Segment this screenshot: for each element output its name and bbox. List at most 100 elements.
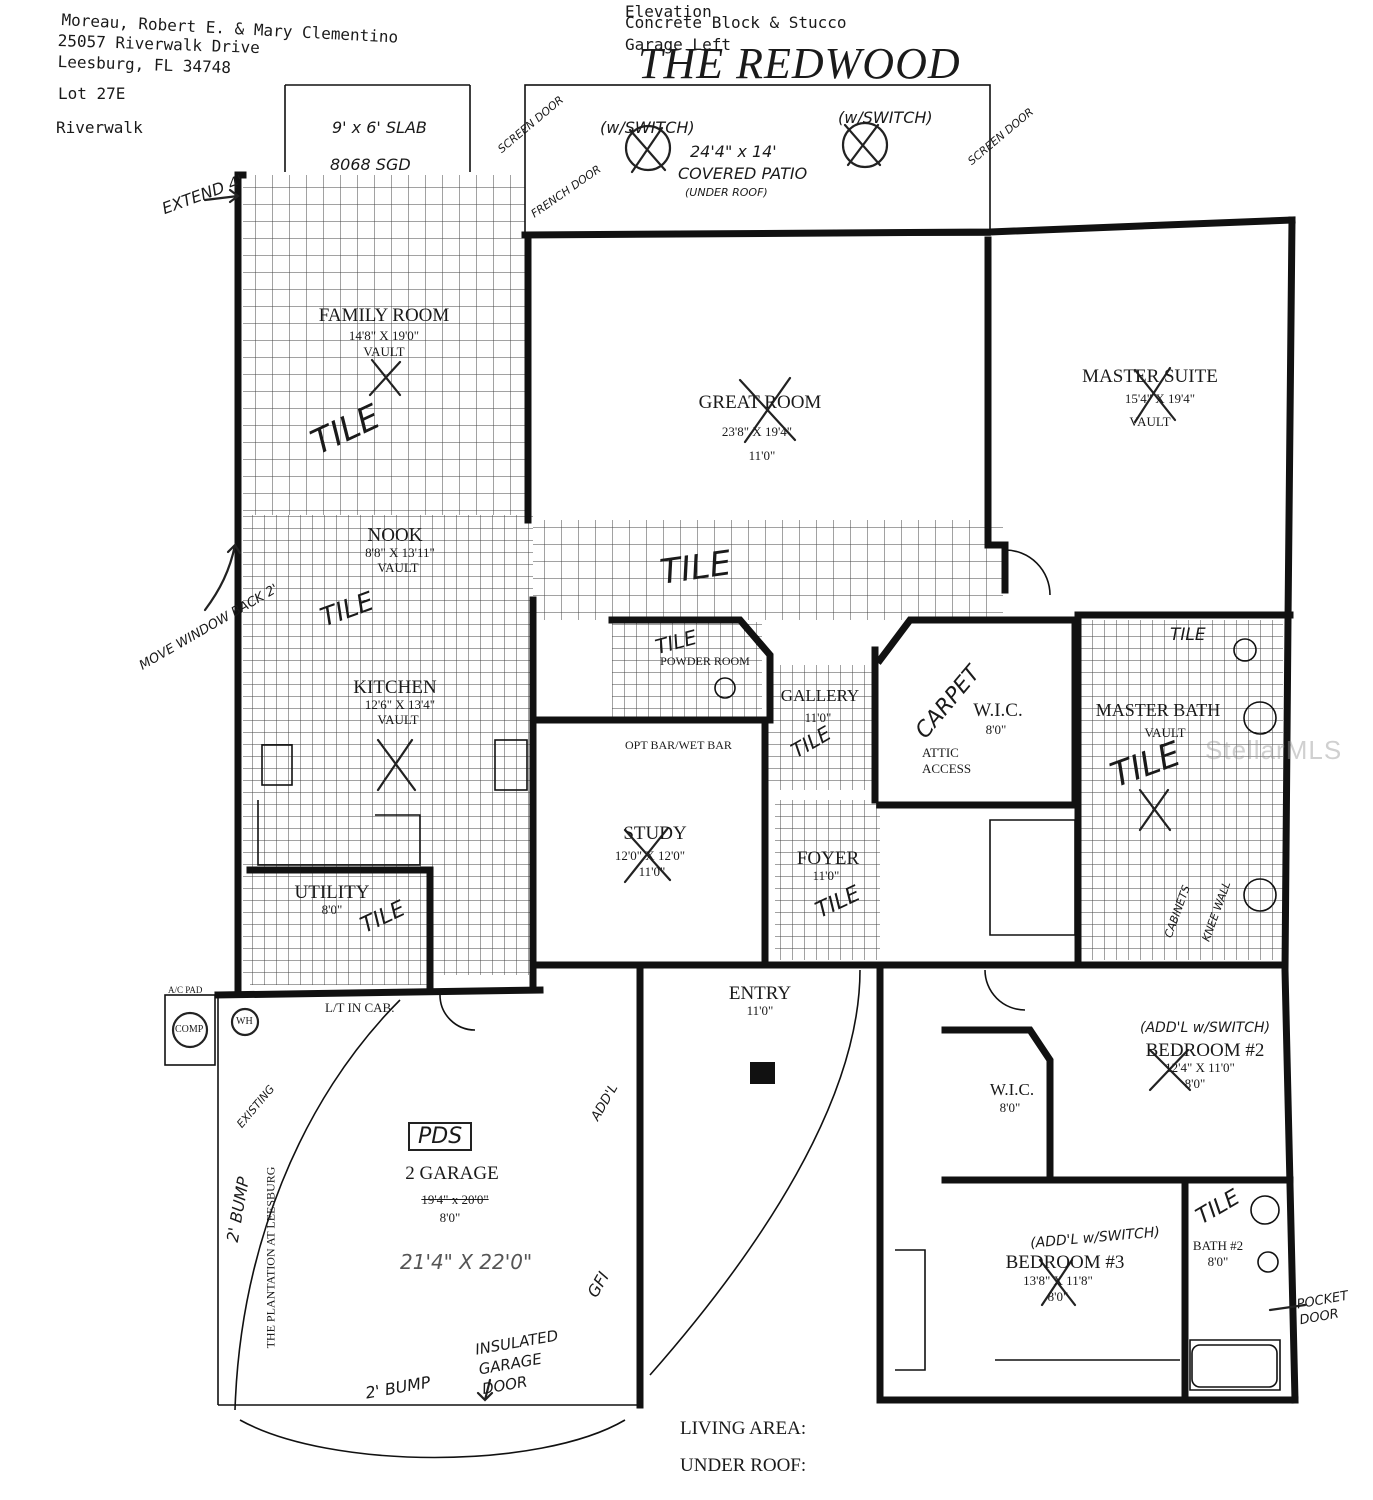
wic-bed2-label: W.I.C.	[989, 1080, 1035, 1099]
patio-dim: 24'4" x 14'	[690, 142, 777, 161]
kitchen-ceiling: VAULT	[377, 712, 419, 727]
x-mark-bed3	[1038, 1258, 1077, 1307]
wall-bath2	[1189, 1339, 1281, 1391]
garage-swing-arc	[234, 999, 401, 1411]
toilet-powder	[714, 677, 736, 699]
patio-name: COVERED PATIO	[678, 164, 808, 183]
garage-ceiling: 8'0"	[439, 1210, 461, 1225]
garage-side-line: Garage Left	[625, 35, 731, 54]
wall-great-master	[984, 236, 1009, 594]
entry-step	[750, 1062, 775, 1084]
sgd-note: 8068 SGD	[330, 155, 411, 174]
family-room-dim: 14'8" X 19'0"	[348, 328, 420, 343]
comp-note: COMP	[175, 1024, 204, 1035]
garage-actual-dim: 21'4" X 22'0"	[400, 1250, 533, 1274]
master-suite-label: MASTER SUITE	[1082, 366, 1218, 387]
study-label: STUDY	[623, 823, 687, 844]
door-garage-arc	[439, 994, 476, 1031]
wic-bed2-ceiling: 8'0"	[999, 1100, 1021, 1115]
great-room-tile	[533, 520, 1003, 620]
tub-bath2	[1191, 1344, 1278, 1388]
wall-bath-shower	[989, 819, 1076, 936]
pocket-door-arrow	[1268, 1303, 1307, 1312]
wall-kitchen-counter	[257, 800, 421, 866]
foyer-ceiling: 11'0"	[812, 868, 840, 883]
garage-label: 2 GARAGE	[405, 1163, 499, 1184]
attic-access-note: ATTIC ACCESS	[922, 745, 972, 776]
toilet-bath2	[1257, 1251, 1279, 1273]
x-mark-kitchen	[376, 738, 417, 792]
under-roof-label: UNDER ROOF:	[680, 1455, 807, 1476]
pds-note: PDS	[408, 1122, 473, 1151]
entry-label: ENTRY	[728, 983, 792, 1004]
wic-master-label: W.I.C.	[973, 700, 1023, 721]
study-dim: 12'0" X 12'0"	[614, 848, 686, 863]
nook-dim: 8'8" X 13'11"	[365, 545, 435, 560]
living-area-label: LIVING AREA:	[680, 1418, 807, 1439]
x-mark-bed2	[1148, 1048, 1192, 1092]
lot-line: Lot 27E	[58, 84, 126, 103]
powder-room-tile	[612, 622, 762, 720]
x-mark-great	[738, 376, 797, 444]
switch-circle-left	[624, 124, 672, 172]
family-room-label: FAMILY ROOM	[318, 305, 450, 326]
move-window-arrow	[203, 543, 242, 612]
door-master-arc	[1004, 549, 1051, 596]
bedroom3-ceiling: 8'0"	[1047, 1289, 1069, 1304]
study-ceiling: 11'0"	[638, 864, 666, 879]
garage-wall-top	[214, 986, 544, 999]
bed2-note: (ADD'L w/SWITCH)	[1140, 1020, 1271, 1036]
bedroom3-dim: 13'8" X 11'8"	[1023, 1273, 1093, 1288]
master-suite-ceiling: VAULT	[1129, 414, 1171, 429]
range	[494, 739, 528, 791]
toilet-master	[1233, 638, 1257, 662]
plan-title: THE REDWOOD	[638, 39, 961, 88]
comp-circle	[171, 1011, 209, 1049]
garage-dim: 19'4" x 20'0"	[421, 1192, 489, 1207]
master-suite-dim: 15'4" X 19'4"	[1124, 391, 1196, 406]
kitchen-dim: 12'6" X 13'4"	[364, 697, 436, 712]
exterior-wall-main-top	[521, 216, 1296, 239]
x-mark-study	[623, 826, 672, 884]
ac-pad-note: A/C PAD	[168, 985, 203, 995]
x-mark-switch-right	[843, 123, 882, 167]
nook-ceiling: VAULT	[377, 560, 419, 575]
foyer-label: FOYER	[796, 848, 860, 869]
nook-label: NOOK	[367, 525, 423, 546]
wall-powder	[608, 616, 774, 724]
entry-swing-arc	[649, 969, 861, 1376]
family-room-ceiling: VAULT	[363, 344, 405, 359]
bedroom2-ceiling: 8'0"	[1184, 1076, 1206, 1091]
great-room-label: GREAT ROOM	[698, 392, 822, 413]
garage-swing-arc-bottom	[239, 1419, 626, 1459]
switch-note-right: (w/SWITCH)	[838, 108, 933, 127]
wall-utility	[246, 866, 434, 994]
family-room-tile	[243, 175, 525, 515]
watermark: StellarMLS	[1205, 735, 1343, 765]
utility-ceiling: 8'0"	[321, 902, 343, 917]
extend-arrow	[203, 188, 240, 204]
bedroom2-label: BEDROOM #2	[1145, 1040, 1265, 1061]
sink-kitchen	[261, 744, 293, 786]
x-mark-family	[368, 358, 402, 397]
great-room-ceiling: 11'0"	[748, 448, 776, 463]
sink-master-2	[1243, 878, 1277, 912]
wic-master-ceiling: 8'0"	[985, 722, 1007, 737]
slab-note: 9' x 6' SLAB	[332, 118, 427, 137]
utility-tile	[250, 875, 430, 985]
lt-cab-note: L/T IN CAB.	[325, 1000, 395, 1015]
master-wc-tile-note: TILE	[1170, 625, 1206, 645]
elevation-line: Elevation	[625, 2, 712, 21]
powder-room-label: POWDER ROOM	[660, 654, 750, 668]
slab-outline	[284, 84, 471, 172]
master-bath-tile	[1078, 620, 1283, 960]
entry-ceiling: 11'0"	[746, 1003, 774, 1018]
wh-circle	[230, 1007, 260, 1037]
utility-label: UTILITY	[294, 882, 370, 903]
switch-circle-right	[841, 121, 889, 169]
ac-pad	[164, 994, 216, 1066]
opt-bar-note: OPT BAR/WET BAR	[625, 738, 732, 752]
x-mark-switch-left	[628, 126, 667, 174]
bedroom2-dim: 12'4" X 11'0"	[1165, 1060, 1235, 1075]
sink-master-1	[1243, 701, 1277, 735]
